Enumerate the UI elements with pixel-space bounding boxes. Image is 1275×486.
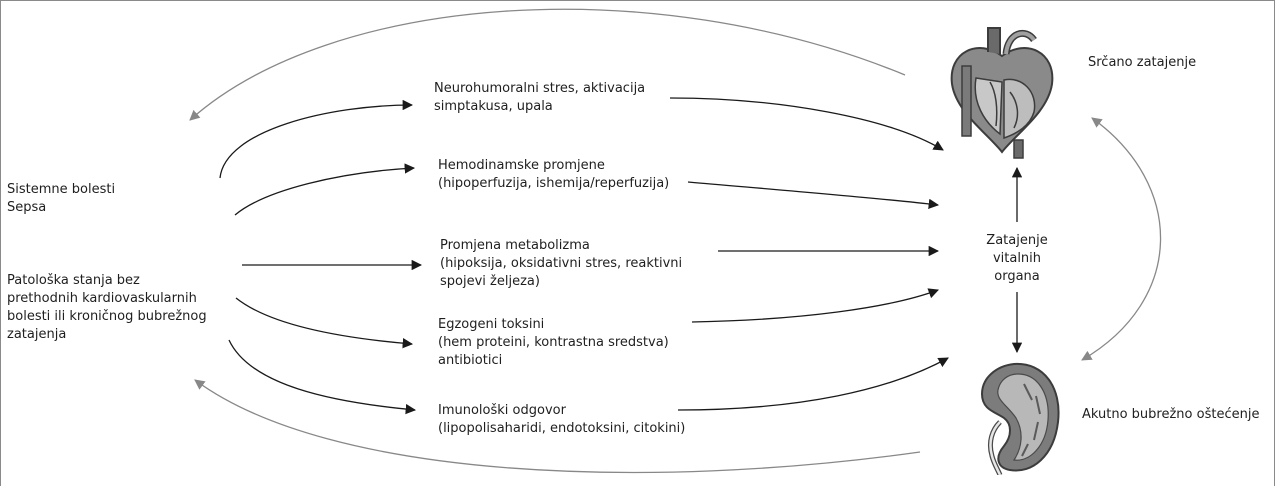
pathologic-line-3: bolesti ili kroničnog bubrežnog: [7, 309, 207, 324]
immune-line-2: (lipopolisaharidi, endotoksini, citokini…: [438, 421, 686, 436]
systemic-line-1: Sistemne bolesti: [7, 182, 116, 197]
arrow-immune-to-center: [677, 357, 949, 411]
metabolism-line-2: (hipoksija, oksidativni stres, reaktivni: [440, 256, 683, 271]
systemic-line-2: Sepsa: [7, 200, 47, 215]
label-exogenous-toxins: Egzogeni toksini (hem proteini, kontrast…: [438, 316, 669, 370]
label-systemic-diseases: Sistemne bolesti Sepsa: [7, 181, 115, 217]
metabolism-line-3: spojevi željeza): [440, 274, 540, 289]
label-pathologic-states: Patološka stanja bez prethodnih kardiova…: [7, 272, 207, 344]
metabolism-line-1: Promjena metabolizma: [440, 238, 590, 253]
arrow-pathologic-to-immune: [228, 339, 417, 415]
label-neurohumoral-stress: Neurohumoralni stres, aktivacija simptak…: [434, 80, 645, 116]
neurohumoral-line-1: Neurohumoralni stres, aktivacija: [434, 81, 646, 96]
heart-icon: [950, 27, 1054, 159]
toxins-line-3: antibiotici: [438, 353, 503, 368]
arrow-toxins-to-center: [691, 288, 939, 323]
label-vital-organ-failure: Zatajenje vitalnih organa: [981, 232, 1053, 286]
center-line-1: Zatajenje: [986, 233, 1048, 248]
label-acute-kidney-injury: Akutno bubrežno oštećenje: [1082, 407, 1260, 422]
label-metabolism-change: Promjena metabolizma (hipoksija, oksidat…: [440, 237, 682, 291]
arrow-systemic-to-neurohumoral: [219, 99, 414, 179]
arrow-neurohumoral-to-center: [669, 97, 944, 151]
arrow-pathologic-to-toxins: [235, 297, 414, 349]
pathologic-line-4: zatajenja: [7, 327, 67, 342]
pathologic-line-2: prethodnih kardiovaskularnih: [7, 291, 197, 306]
frame-border-left: [0, 0, 1, 486]
label-hemodynamic-changes: Hemodinamske promjene (hipoperfuzija, is…: [438, 157, 669, 193]
immune-line-1: Imunološki odgovor: [438, 403, 566, 418]
arrow-heart-kidney-bidirectional: [1081, 117, 1162, 361]
label-immune-response: Imunološki odgovor (lipopolisaharidi, en…: [438, 402, 685, 438]
toxins-line-1: Egzogeni toksini: [438, 317, 545, 332]
arrow-kidney-to-pathologic: [194, 379, 921, 474]
toxins-line-2: (hem proteini, kontrastna sredstva): [438, 335, 669, 350]
arrow-hemodynamic-to-center: [687, 181, 940, 210]
center-line-2: vitalnih: [992, 251, 1042, 266]
arrow-heart-to-systemic: [189, 8, 906, 121]
center-line-3: organa: [994, 269, 1040, 284]
pathologic-line-1: Patološka stanja bez: [7, 273, 140, 288]
hemodynamic-line-1: Hemodinamske promjene: [438, 158, 605, 173]
hemodynamic-line-2: (hipoperfuzija, ishemija/reperfuzija): [438, 176, 670, 191]
label-heart-failure: Srčano zatajenje: [1088, 55, 1197, 70]
arrow-systemic-to-hemodynamic: [234, 163, 416, 216]
neurohumoral-line-2: simptakusa, upala: [434, 99, 553, 114]
kidney-icon: [980, 362, 1060, 475]
frame-border-top: [0, 0, 1275, 1]
